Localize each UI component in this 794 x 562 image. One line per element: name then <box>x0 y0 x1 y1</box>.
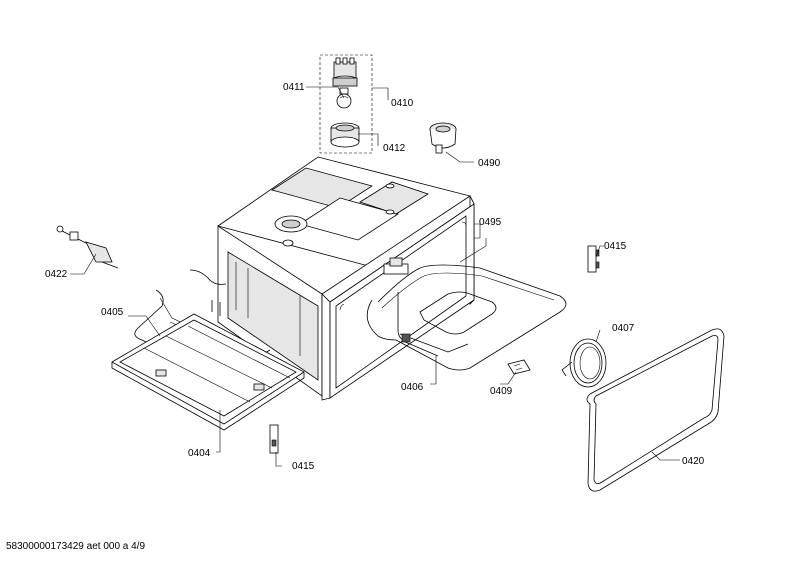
part-label-0420: 0420 <box>682 456 705 467</box>
document-reference: 58300000173429 aet 000 a 4/9 <box>6 541 146 552</box>
part-label-0422: 0422 <box>45 269 68 280</box>
part-label-0415-upper: 0415 <box>604 241 627 252</box>
lamp-cover-drawing <box>330 122 360 148</box>
part-label-0406: 0406 <box>401 382 424 393</box>
part-labels: 0411 0410 0412 0490 0495 0415 0422 0405 … <box>45 82 705 472</box>
part-label-0409: 0409 <box>490 386 513 397</box>
part-label-0415-lower: 0415 <box>292 461 315 472</box>
part-label-0405: 0405 <box>101 307 124 318</box>
ring-heater-drawing <box>561 338 607 388</box>
door-gasket-drawing <box>586 328 725 492</box>
part-label-0404: 0404 <box>188 448 211 459</box>
part-label-0407: 0407 <box>612 323 635 334</box>
part-label-0412: 0412 <box>383 143 406 154</box>
oven-cavity-drawing <box>189 156 475 401</box>
part-label-0411: 0411 <box>283 82 305 93</box>
sensor-drawing <box>56 225 119 269</box>
fan-motor-drawing <box>429 122 457 154</box>
part-label-0490: 0490 <box>478 158 501 169</box>
lamp-bulb-drawing <box>336 87 352 109</box>
clip-drawing <box>507 359 531 375</box>
leader-lines <box>70 86 680 467</box>
bracket-lower-drawing <box>269 424 279 454</box>
grill-heater-drawing <box>366 257 567 371</box>
part-label-0410: 0410 <box>391 98 414 109</box>
bracket-upper-drawing <box>587 245 600 273</box>
lamp-assembly <box>319 54 373 154</box>
bottom-tray-drawing <box>111 313 305 431</box>
part-label-0495: 0495 <box>479 217 502 228</box>
lamp-socket-drawing <box>332 57 358 87</box>
